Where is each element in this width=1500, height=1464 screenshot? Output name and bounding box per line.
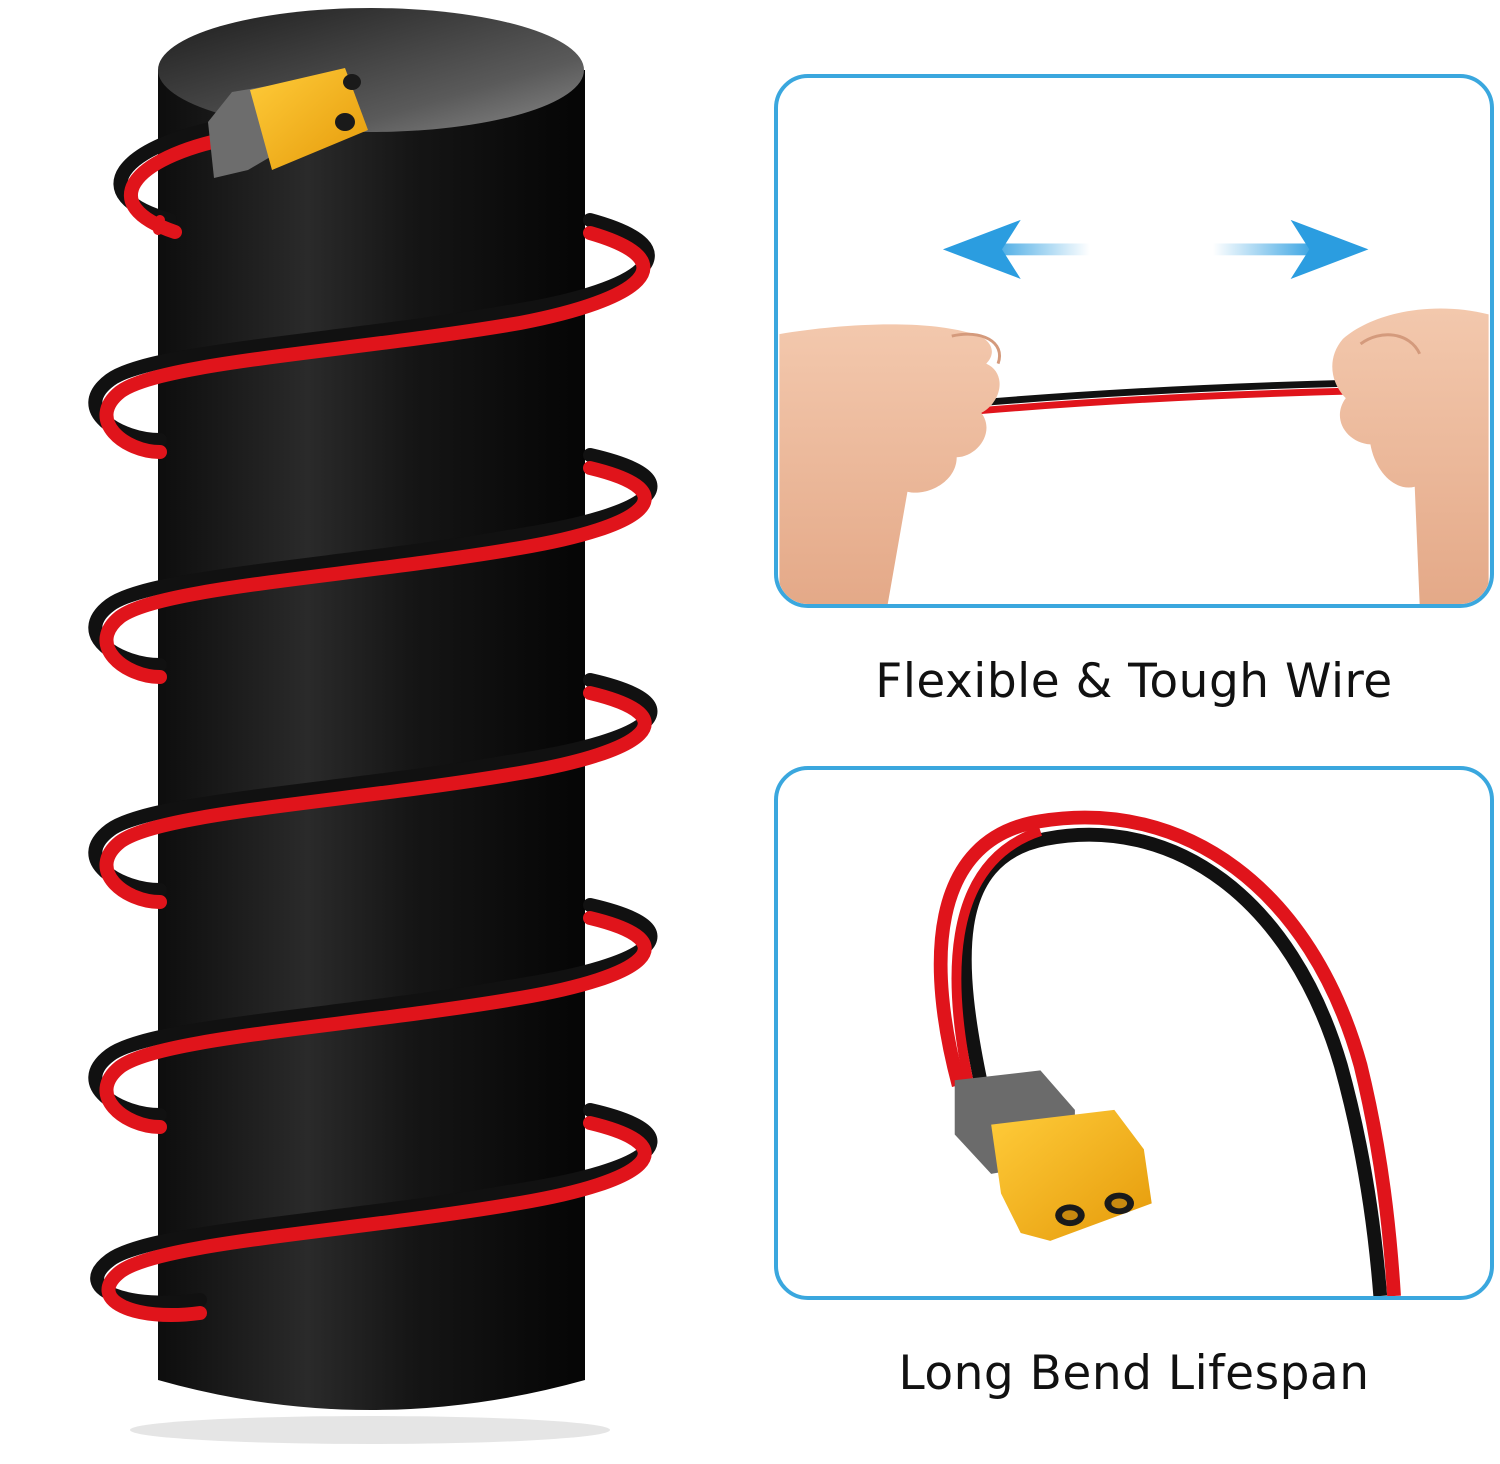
hands-stretching-cable-image <box>779 219 1489 604</box>
arrow-left-icon <box>942 219 1090 279</box>
lifespan-caption: Long Bend Lifespan <box>898 1346 1370 1401</box>
arrow-right-icon <box>1212 219 1369 279</box>
xt-connector-icon <box>954 1070 1152 1241</box>
cable-coil-on-cylinder-image <box>88 8 658 1444</box>
bend-panel <box>774 766 1494 1300</box>
xt-connector-icon <box>208 68 368 178</box>
flexible-caption: Flexible & Tough Wire <box>875 654 1393 709</box>
bent-cable-with-connector-image <box>933 810 1401 1296</box>
stretch-panel <box>774 74 1494 608</box>
